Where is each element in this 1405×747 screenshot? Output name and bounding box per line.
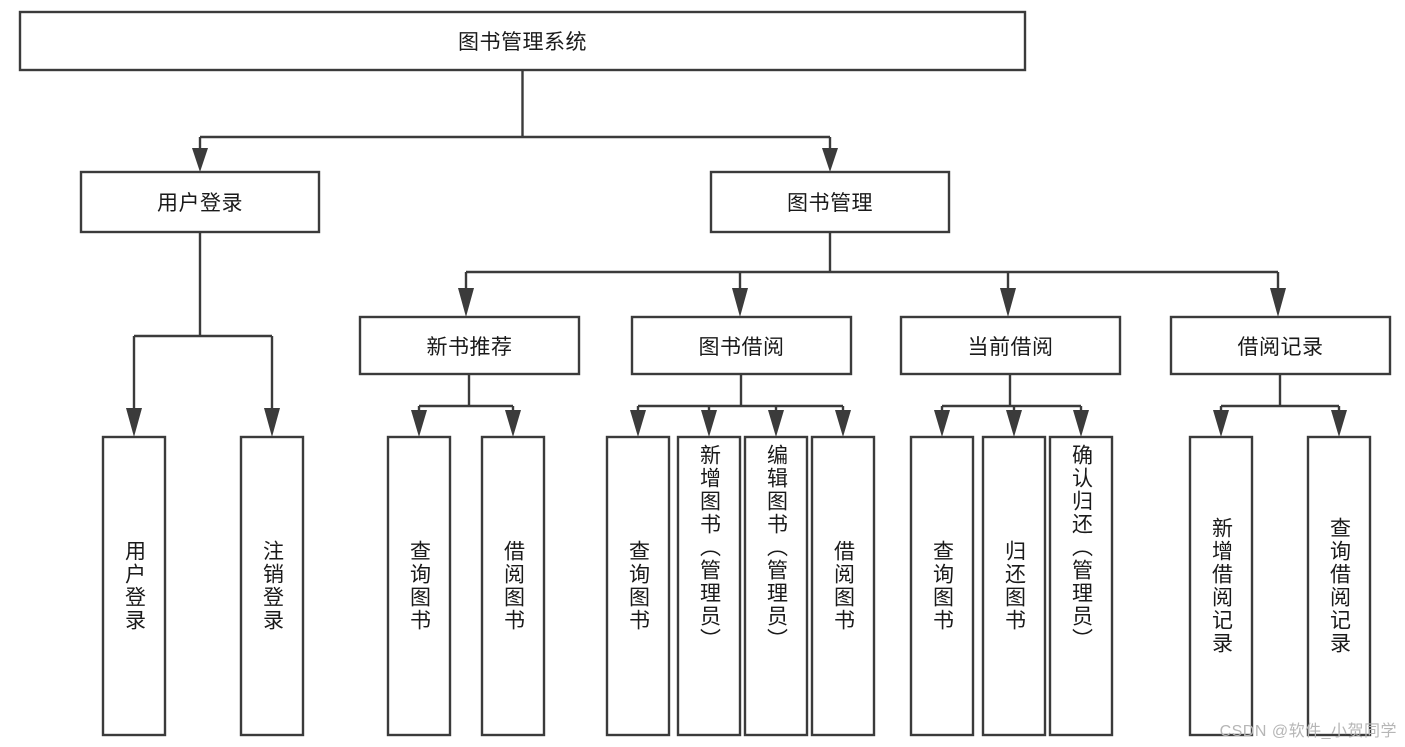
arrow-bookmgmt-to-current: [1000, 288, 1016, 317]
arrow-borrow-leaf3: [768, 410, 784, 437]
arrow-record-leaf2: [1331, 410, 1347, 437]
node-box-leaf-4[interactable]: [605, 435, 671, 737]
arrow-current-leaf1: [934, 410, 950, 437]
arrow-newbook-leaf1: [411, 410, 427, 437]
node-box-leaf-11[interactable]: [1188, 435, 1254, 737]
arrow-borrow-leaf2: [701, 410, 717, 437]
connector-layer: [126, 70, 1347, 437]
node-box-user-login[interactable]: [79, 170, 321, 234]
arrow-userlogin-leaf1: [126, 408, 142, 437]
arrow-newbook-leaf2: [505, 410, 521, 437]
arrow-userlogin-leaf2: [264, 408, 280, 437]
node-box-book-management[interactable]: [709, 170, 951, 234]
arrow-root-to-bookmgmt: [822, 148, 838, 172]
box-layer: [18, 10, 1392, 737]
node-box-leaf-6[interactable]: [743, 435, 809, 737]
node-box-borrow-record[interactable]: [1169, 315, 1392, 376]
node-box-leaf-7[interactable]: [810, 435, 876, 737]
arrow-borrow-leaf1: [630, 410, 646, 437]
arrow-borrow-leaf4: [835, 410, 851, 437]
node-box-leaf-2[interactable]: [386, 435, 452, 737]
node-box-book-borrow[interactable]: [630, 315, 853, 376]
node-box-new-book-recommend[interactable]: [358, 315, 581, 376]
node-box-root[interactable]: [18, 10, 1027, 72]
node-box-leaf-1[interactable]: [239, 435, 305, 737]
node-box-leaf-10[interactable]: [1048, 435, 1114, 737]
node-box-current-borrow[interactable]: [899, 315, 1122, 376]
arrow-bookmgmt-to-record: [1270, 288, 1286, 317]
node-box-leaf-5[interactable]: [676, 435, 742, 737]
arrow-current-leaf3: [1073, 410, 1089, 437]
node-box-leaf-0[interactable]: [101, 435, 167, 737]
arrow-bookmgmt-to-newbook: [458, 288, 474, 317]
node-box-leaf-8[interactable]: [909, 435, 975, 737]
arrow-bookmgmt-to-borrow: [732, 288, 748, 317]
arrow-record-leaf1: [1213, 410, 1229, 437]
node-box-leaf-9[interactable]: [981, 435, 1047, 737]
node-box-leaf-3[interactable]: [480, 435, 546, 737]
arrow-root-to-userlogin: [192, 148, 208, 172]
arrow-current-leaf2: [1006, 410, 1022, 437]
node-box-leaf-12[interactable]: [1306, 435, 1372, 737]
